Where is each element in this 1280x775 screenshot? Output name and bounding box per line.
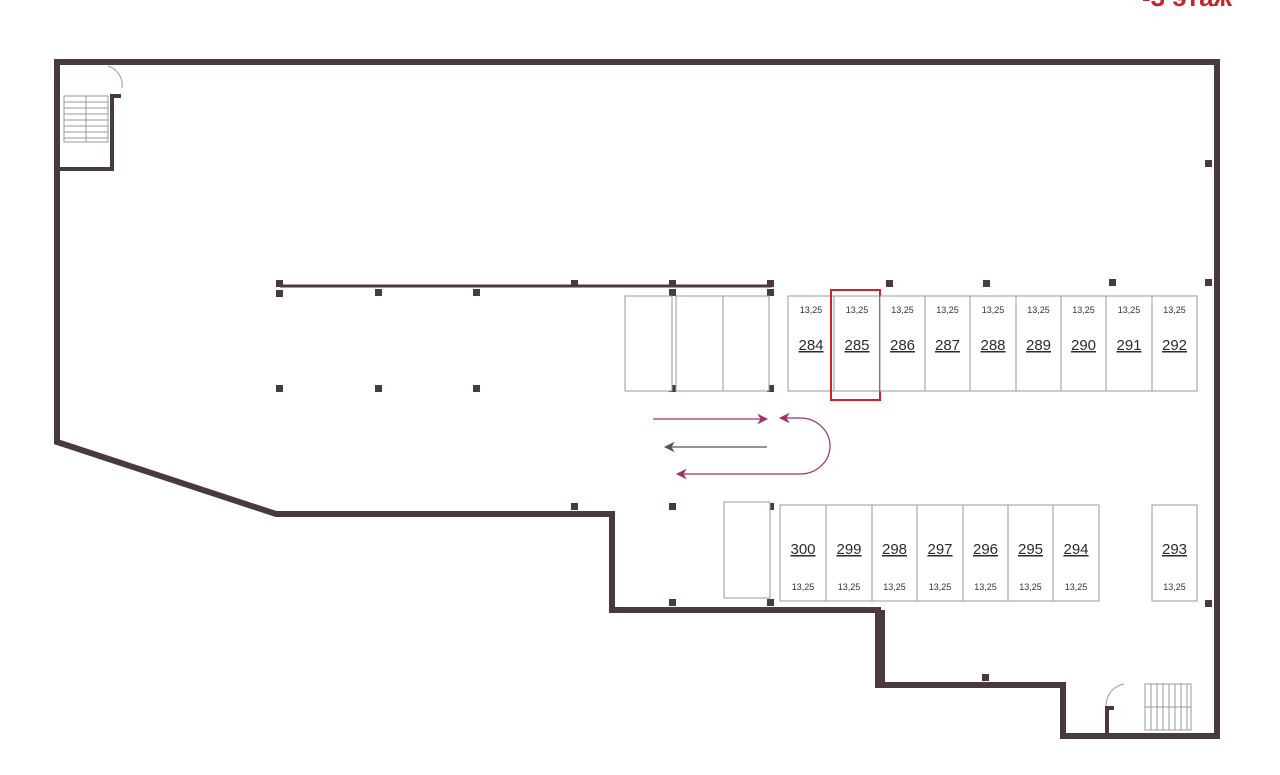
spot-number-label: 290 bbox=[1071, 337, 1096, 354]
parking-spot-297[interactable]: 297 13,25 bbox=[916, 504, 964, 602]
spot-area-label: 13,25 bbox=[883, 582, 906, 592]
spot-area-label: 13,25 bbox=[846, 305, 869, 315]
parking-spot-291[interactable]: 13,25 291 bbox=[1105, 295, 1153, 392]
parking-spot-300[interactable]: 300 13,25 bbox=[779, 504, 827, 602]
parking-spot-outline bbox=[825, 504, 873, 602]
floor-label: -3 этаж bbox=[1142, 0, 1233, 12]
stair-enclosure-wall bbox=[59, 94, 121, 171]
parking-spot-284[interactable]: 13,25 284 bbox=[787, 295, 835, 392]
parking-spot-299[interactable]: 299 13,25 bbox=[825, 504, 873, 602]
parking-spot-292[interactable]: 13,25 292 bbox=[1151, 295, 1198, 392]
parking-spot-outline bbox=[1151, 295, 1198, 392]
spot-area-label: 13,25 bbox=[974, 582, 997, 592]
parking-spot-outline bbox=[833, 295, 881, 392]
spot-area-label: 13,25 bbox=[1072, 305, 1095, 315]
parking-spot-287[interactable]: 13,25 287 bbox=[924, 295, 971, 392]
top-spots-row: 13,25 284 13,25 285 13,25 286 13,25 287 13,25 288… bbox=[787, 289, 1198, 401]
door-icon bbox=[107, 65, 123, 89]
spot-number-label: 294 bbox=[1063, 541, 1088, 558]
u-turn-arrow-icon bbox=[767, 412, 831, 475]
spot-number-label: 288 bbox=[980, 337, 1005, 354]
outer-wall bbox=[54, 59, 1220, 739]
pillars bbox=[276, 160, 1212, 681]
spot-area-label: 13,25 bbox=[792, 582, 815, 592]
spot-area-label: 13,25 bbox=[838, 582, 861, 592]
stairs-icon-2 bbox=[1144, 683, 1192, 731]
parking-spot-295[interactable]: 295 13,25 bbox=[1007, 504, 1054, 602]
spot-number-label: 293 bbox=[1162, 541, 1187, 558]
spot-number-label: 300 bbox=[790, 541, 815, 558]
spot-area-label: 13,25 bbox=[1163, 305, 1186, 315]
spot-number-label: 295 bbox=[1018, 541, 1043, 558]
spot-area-label: 13,25 bbox=[1019, 582, 1042, 592]
spot-area-label: 13,25 bbox=[1163, 582, 1186, 592]
parking-spot-outline bbox=[1151, 504, 1198, 602]
unnumbered-spots bbox=[624, 295, 771, 599]
parking-spot-293[interactable]: 293 13,25 bbox=[1151, 504, 1198, 602]
spot-area-label: 13,25 bbox=[800, 305, 823, 315]
spot-number-label: 289 bbox=[1026, 337, 1051, 354]
spot-number-label: 292 bbox=[1162, 337, 1187, 354]
bottom-spots-row: 300 13,25 299 13,25 298 13,25 297 13,25 296 13,25… bbox=[779, 504, 1198, 602]
parking-spot-outline bbox=[871, 504, 918, 602]
spot-area-label: 13,25 bbox=[891, 305, 914, 315]
spot-area-label: 13,25 bbox=[1065, 582, 1088, 592]
parking-spot-296[interactable]: 296 13,25 bbox=[962, 504, 1009, 602]
spot-number-label: 298 bbox=[882, 541, 907, 558]
parking-spot-outline bbox=[1007, 504, 1054, 602]
parking-spot-285[interactable]: 13,25 285 bbox=[830, 289, 881, 401]
parking-spot-294[interactable]: 294 13,25 bbox=[1052, 504, 1100, 602]
parking-spot-outline bbox=[1105, 295, 1153, 392]
spot-area-label: 13,25 bbox=[1027, 305, 1050, 315]
spot-area-label: 13,25 bbox=[1118, 305, 1141, 315]
parking-spot-290[interactable]: 13,25 290 bbox=[1060, 295, 1107, 392]
spot-number-label: 287 bbox=[935, 337, 960, 354]
parking-spot-outline bbox=[779, 504, 827, 602]
spot-number-label: 285 bbox=[844, 337, 869, 354]
parking-spot-286[interactable]: 13,25 286 bbox=[879, 295, 926, 392]
parking-spot-outline bbox=[879, 295, 926, 392]
door-icon-2 bbox=[1105, 683, 1125, 707]
spot-number-label: 299 bbox=[836, 541, 861, 558]
spot-number-label: 284 bbox=[798, 337, 823, 354]
spot-area-label: 13,25 bbox=[929, 582, 952, 592]
parking-spot-outline bbox=[962, 504, 1009, 602]
spot-number-label: 291 bbox=[1116, 337, 1141, 354]
parking-spot-298[interactable]: 298 13,25 bbox=[871, 504, 918, 602]
spot-number-label: 297 bbox=[927, 541, 952, 558]
parking-spot-288[interactable]: 13,25 288 bbox=[969, 295, 1017, 392]
spot-area-label: 13,25 bbox=[936, 305, 959, 315]
parking-spot-289[interactable]: 13,25 289 bbox=[1015, 295, 1062, 392]
parking-spot-outline bbox=[1052, 504, 1100, 602]
spot-number-label: 296 bbox=[973, 541, 998, 558]
spot-number-label: 286 bbox=[890, 337, 915, 354]
parking-spot-outline bbox=[924, 295, 971, 392]
stairs-icon bbox=[63, 95, 109, 143]
spot-area-label: 13,25 bbox=[982, 305, 1005, 315]
stair-enclosure-wall-2 bbox=[1105, 706, 1114, 736]
